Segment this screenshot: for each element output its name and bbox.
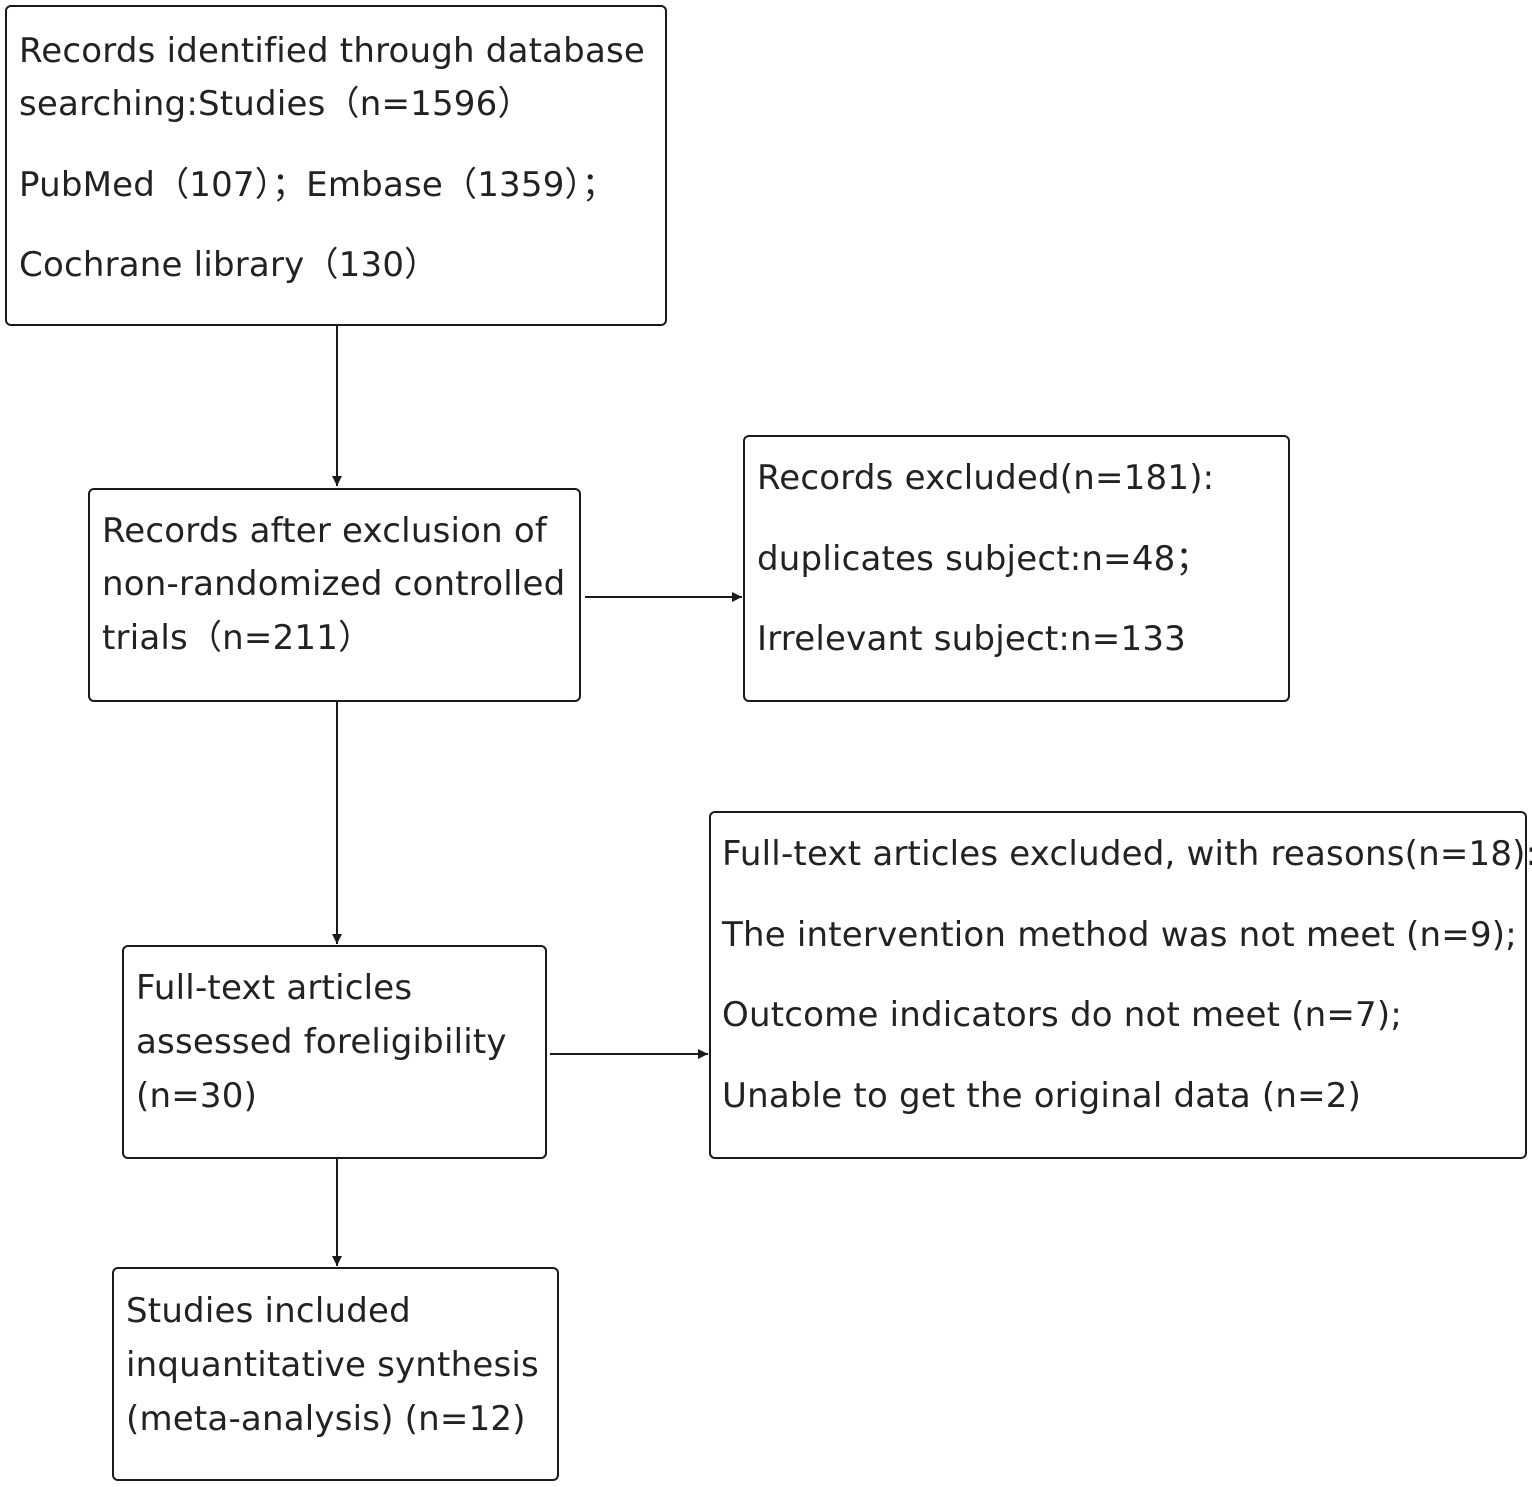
full-text-assessed-line-3: (n=30): [136, 1076, 258, 1116]
records-after-exclusion-box: Records after exclusion of non-randomize…: [88, 488, 581, 702]
records-after-exclusion-line-3: trials（n=211）: [102, 618, 373, 658]
records-after-exclusion-line-1: Records after exclusion of: [102, 511, 548, 551]
full-text-excluded-line-4: Unable to get the original data (n=2): [722, 1076, 1362, 1116]
full-text-assessed-line-1: Full-text articles: [136, 968, 413, 1008]
records-identified-line-2: searching:Studies（n=1596）: [19, 84, 532, 124]
records-identified-line-3: PubMed（107）；Embase（1359）；: [19, 165, 616, 205]
records-identified-box: Records identified through database sear…: [5, 5, 667, 326]
full-text-assessed-box: Full-text articles assessed foreligibili…: [122, 945, 547, 1159]
studies-included-line-3: (meta-analysis) (n=12): [126, 1399, 526, 1439]
full-text-assessed-line-2: assessed foreligibility: [136, 1022, 507, 1062]
studies-included-line-1: Studies included: [126, 1291, 411, 1331]
studies-included-line-2: inquantitative synthesis: [126, 1345, 539, 1385]
full-text-excluded-line-3: Outcome indicators do not meet (n=7);: [722, 995, 1402, 1035]
records-excluded-line-3: Irrelevant subject:n=133: [757, 619, 1186, 659]
records-excluded-line-1: Records excluded(n=181):: [757, 458, 1215, 498]
records-excluded-box: Records excluded(n=181): duplicates subj…: [743, 435, 1290, 702]
studies-included-box: Studies included inquantitative synthesi…: [112, 1267, 559, 1481]
full-text-excluded-line-1: Full-text articles excluded, with reason…: [722, 834, 1532, 874]
records-after-exclusion-line-2: non-randomized controlled: [102, 564, 566, 604]
full-text-excluded-box: Full-text articles excluded, with reason…: [709, 811, 1532, 1159]
records-excluded-line-2: duplicates subject:n=48；: [757, 539, 1210, 579]
full-text-excluded-line-2: The intervention method was not meet (n=…: [722, 915, 1517, 955]
records-identified-line-1: Records identified through database: [19, 31, 646, 71]
records-identified-line-4: Cochrane library（130）: [19, 245, 439, 285]
